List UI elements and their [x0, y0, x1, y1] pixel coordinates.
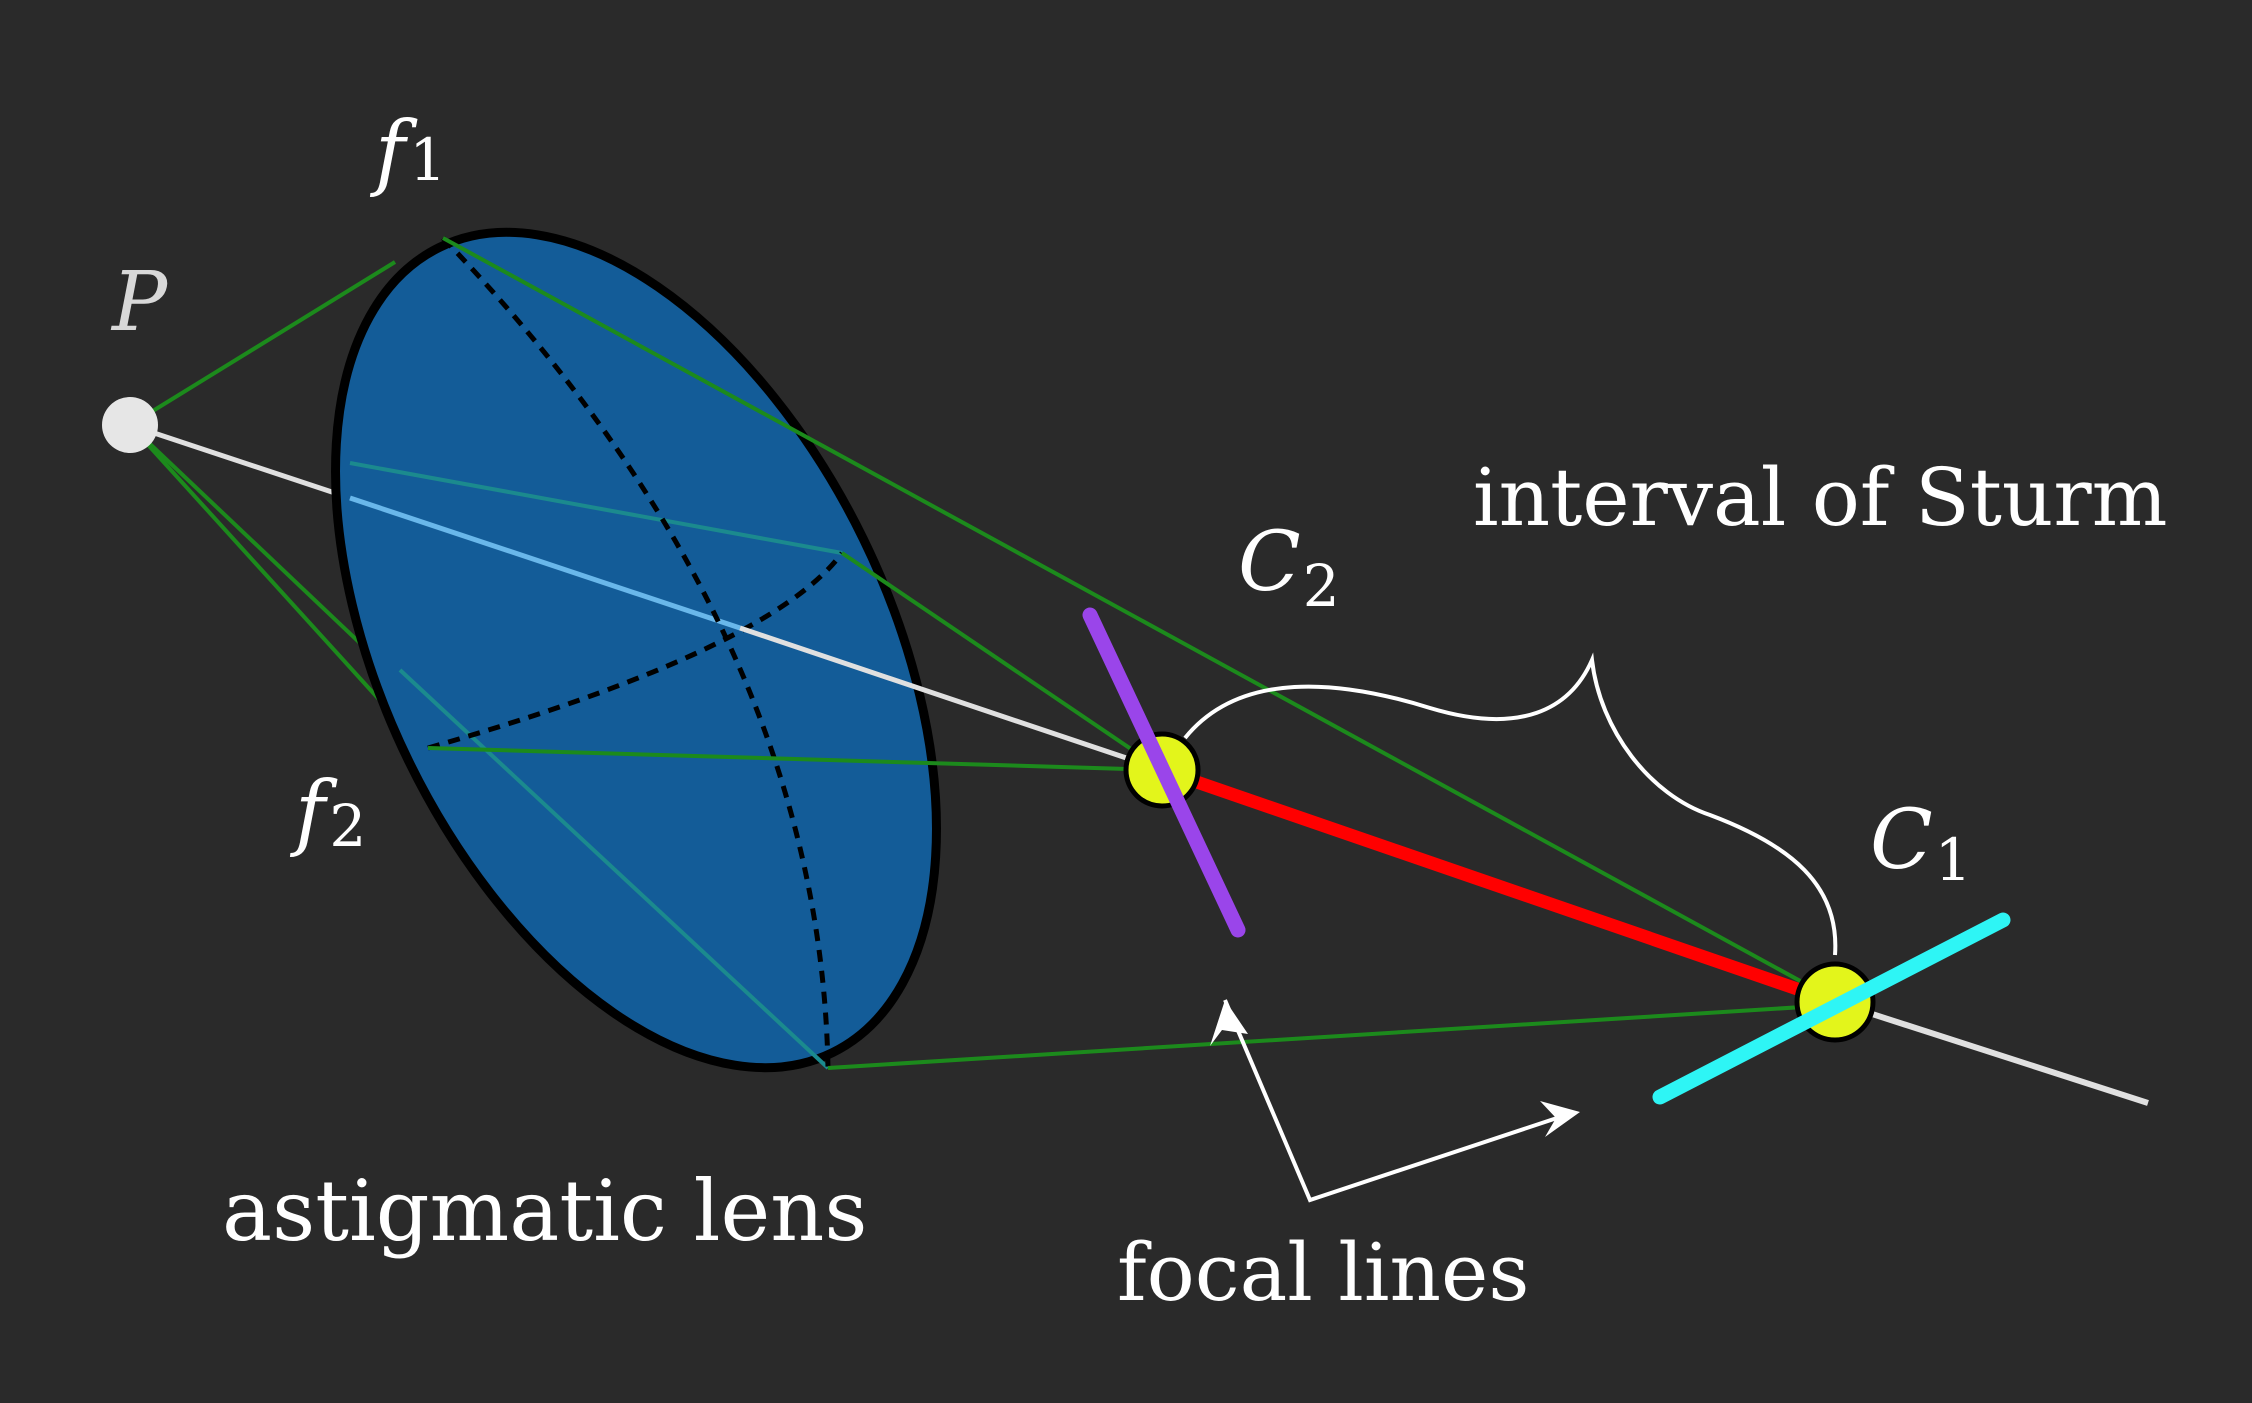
interval-brace	[1183, 652, 1838, 956]
interval-of-sturm-segment	[1155, 763, 1842, 1009]
label-c2-main: C	[1238, 515, 1301, 610]
arrowhead-to-c1-line	[1540, 1101, 1580, 1137]
label-c1-main: C	[1870, 793, 1933, 888]
label-astigmatic-lens: astigmatic lens	[222, 1162, 867, 1260]
label-f1-sub: 1	[409, 126, 446, 194]
ray-through-upper	[349, 461, 843, 555]
ray-p-top	[128, 260, 397, 427]
meridian-vertical	[441, 236, 831, 1069]
label-f1: f1	[369, 105, 446, 200]
focal-lines-pointer	[1223, 999, 1561, 1203]
pointer-path	[1223, 999, 1561, 1203]
ray-p-left	[128, 423, 382, 664]
arrowhead-to-c2-line	[1210, 1000, 1248, 1046]
ray-f2-to-c2	[427, 746, 1163, 772]
ray-upper-to-c2	[840, 551, 1164, 772]
label-interval-of-sturm: interval of Sturm	[1473, 451, 2168, 544]
optical-axis-beyond-c1	[1834, 999, 2149, 1106]
ray-f1-top-to-c1	[442, 236, 1836, 1002]
label-point-source: P	[110, 255, 169, 350]
outgoing-rays	[427, 236, 1836, 1070]
meridian-horizontal	[427, 551, 845, 751]
lens-body	[331, 227, 941, 1073]
ray-bottom-to-c1	[827, 1003, 1836, 1070]
point-source	[102, 397, 158, 453]
optical-axis-incoming	[129, 422, 351, 501]
focal-line-c2	[1082, 607, 1246, 938]
label-focal-lines: focal lines	[1117, 1226, 1529, 1319]
label-c1: C1	[1870, 793, 1972, 894]
lens-meridians	[427, 236, 845, 1069]
optical-axis-to-c2	[739, 625, 1163, 773]
optical-axis-through-lens	[349, 495, 741, 631]
focal-line-c1	[1652, 912, 2011, 1105]
label-f2-sub: 2	[329, 792, 366, 860]
label-c2-sub: 2	[1303, 552, 1340, 620]
label-c1-sub: 1	[1935, 826, 1972, 894]
label-c2: C2	[1238, 515, 1340, 620]
label-f2: f2	[289, 765, 366, 860]
